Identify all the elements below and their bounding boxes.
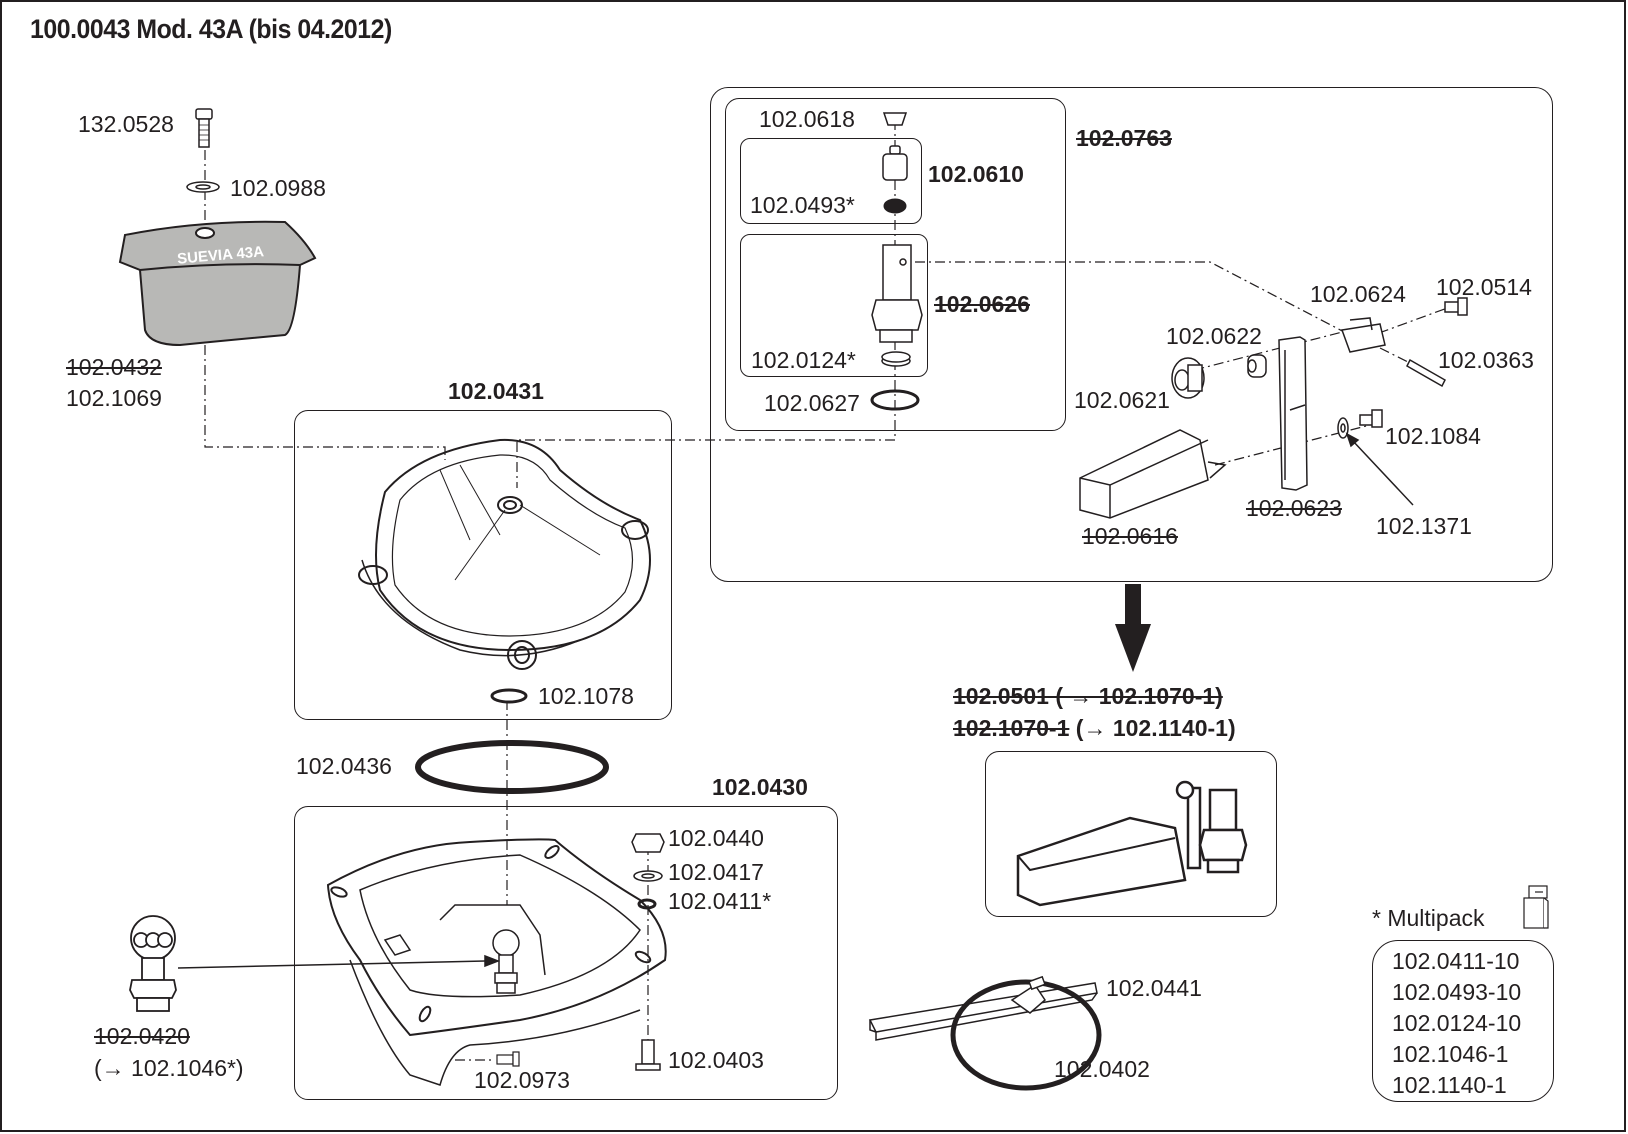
base-icon	[326, 838, 667, 1086]
oring-icon	[415, 740, 609, 794]
part-label: 102.1069	[66, 385, 162, 411]
part-label: (→ 102.1046*)	[94, 1055, 244, 1081]
washer-icon	[633, 870, 663, 882]
multipack-item: 102.1046-1	[1392, 1041, 1509, 1067]
pointer-arrow	[177, 954, 501, 969]
part-label: 102.0411*	[668, 888, 772, 914]
screw-icon	[1359, 409, 1383, 428]
group-box-valve-top	[740, 138, 922, 224]
part-label: 102.0627	[764, 390, 860, 416]
washer-icon	[186, 181, 220, 193]
clamp-icon	[1010, 975, 1046, 1014]
part-label: 102.0493*	[750, 192, 855, 218]
part-label: 102.0402	[1054, 1056, 1150, 1082]
axis-line-valve	[516, 120, 896, 488]
part-label: 102.0417	[668, 859, 764, 885]
seal-icon	[637, 898, 657, 910]
screw-icon	[496, 1051, 520, 1067]
screw-icon	[195, 108, 213, 148]
drinking-nipple-icon	[492, 929, 520, 994]
part-label-obsolete: 102.0420	[94, 1023, 190, 1049]
part-label-obsolete: 102.0616	[1082, 523, 1178, 549]
group-box-valve-body	[740, 234, 928, 377]
knob-icon	[1171, 357, 1205, 399]
screw-icon	[635, 1039, 661, 1071]
replacement-arrow-icon	[1115, 584, 1151, 672]
replacement-line-2: 102.1070-1 (→ 102.1140-1)	[953, 717, 1236, 740]
float-icon	[1079, 429, 1227, 519]
part-label: 102.0441	[1106, 975, 1202, 1001]
axis-line-cover-to-bowl	[204, 345, 446, 460]
group-label-base: 102.0430	[712, 774, 808, 800]
multipack-item: 102.0124-10	[1392, 1010, 1522, 1036]
seal-icon	[883, 198, 907, 214]
group-box-base	[294, 806, 838, 1100]
seal-icon	[881, 351, 911, 367]
part-label: 102.0514	[1436, 274, 1532, 300]
screw-icon	[1444, 297, 1468, 316]
part-label: 102.0622	[1166, 323, 1262, 349]
multipack-item: 102.0411-10	[1392, 948, 1520, 974]
rail-icon	[1278, 336, 1308, 491]
nut-icon	[631, 833, 665, 853]
group-box-float-assembly	[710, 87, 1553, 582]
replacement-line-1: 102.0501 ( → 102.1070-1)	[953, 683, 1223, 709]
seal-icon	[490, 688, 528, 704]
bowl-icon	[358, 438, 651, 670]
clip-icon	[1340, 317, 1386, 353]
axis-line-clip	[915, 261, 1351, 336]
pointer-arrow	[1345, 432, 1414, 506]
part-label: 102.0973	[474, 1067, 570, 1093]
part-label: 102.0618	[759, 106, 855, 132]
multipack-item: 102.1140-1	[1392, 1072, 1507, 1098]
spacer-icon	[1247, 354, 1267, 378]
cap-icon	[882, 112, 908, 126]
group-label-float-assembly: 102.0763	[1076, 125, 1172, 151]
group-box-valve-assembly	[725, 98, 1066, 431]
part-label: 132.0528	[78, 111, 174, 137]
part-label: 102.0624	[1310, 281, 1406, 307]
part-label: 102.0363	[1438, 347, 1534, 373]
part-label: 102.1078	[538, 683, 634, 709]
multipack-item: 102.0493-10	[1392, 979, 1522, 1005]
cover-icon	[118, 220, 317, 347]
multipack-label: * Multipack	[1372, 905, 1485, 931]
part-label: 102.0988	[230, 175, 326, 201]
group-box-bowl	[294, 410, 672, 720]
group-label-valve-top: 102.0610	[928, 161, 1024, 187]
replacement-new-part: (→ 102.1140-1)	[1075, 715, 1236, 741]
ring-icon	[870, 389, 920, 411]
group-label-valve-body: 102.0626	[934, 291, 1030, 317]
page-title: 100.0043 Mod. 43A (bis 04.2012)	[30, 14, 392, 44]
group-label-bowl: 102.0431	[448, 378, 544, 404]
group-box-replacement	[985, 751, 1277, 917]
part-label-obsolete: 102.0623	[1246, 495, 1342, 521]
replacement-old-part: 102.1070-1	[953, 715, 1070, 741]
multipack-list: 102.0411-10 102.0493-10 102.0124-10 102.…	[1372, 940, 1554, 1102]
pin-icon	[1406, 358, 1446, 388]
valve-body-icon	[871, 244, 923, 343]
washer-icon	[1337, 417, 1349, 439]
part-label: 102.0403	[668, 1047, 764, 1073]
multipack-box-icon	[1523, 885, 1549, 929]
drinking-nipple-icon	[129, 915, 177, 1012]
hoop-icon	[950, 979, 1102, 1091]
part-label: 102.0621	[1074, 387, 1170, 413]
float-assembly-icon	[1016, 780, 1248, 907]
part-label: 102.1371	[1376, 513, 1472, 539]
part-label-obsolete: 102.0432	[66, 354, 162, 380]
part-label: 102.0440	[668, 825, 764, 851]
part-label: 102.0436	[296, 753, 392, 779]
part-label: 102.0124*	[751, 347, 856, 373]
part-label: 102.1084	[1385, 423, 1481, 449]
axis-line-pin	[1379, 347, 1421, 369]
valve-piston-icon	[882, 145, 908, 181]
